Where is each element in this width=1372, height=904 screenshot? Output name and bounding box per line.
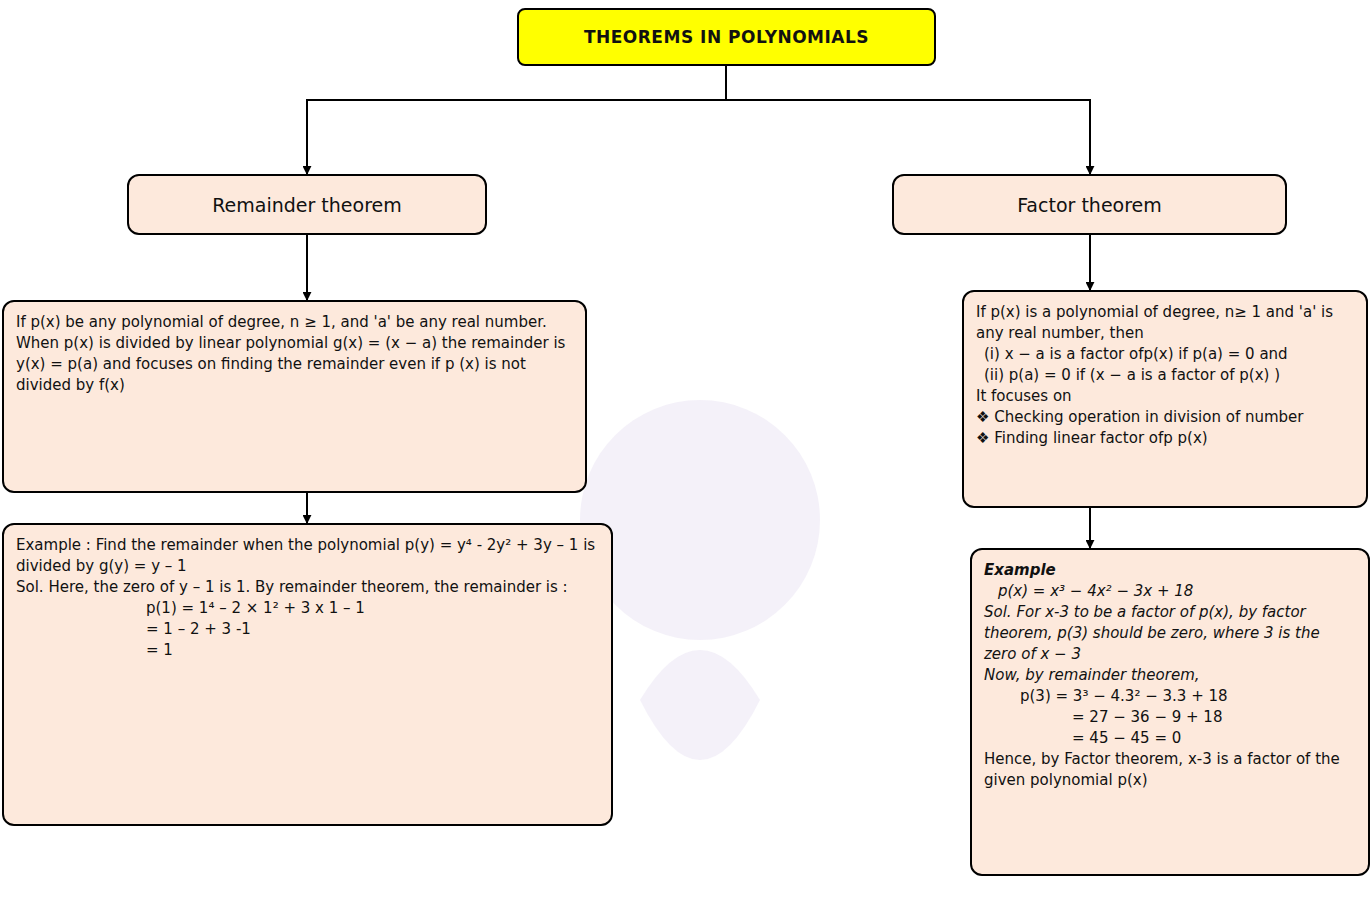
- box-line: It focuses on: [976, 386, 1354, 407]
- box-line: = 1: [16, 640, 599, 661]
- box-line: = 45 − 45 = 0: [984, 728, 1356, 749]
- box-line: ❖ Checking operation in division of numb…: [976, 407, 1354, 428]
- box-line: = 1 – 2 + 3 -1: [16, 619, 599, 640]
- flow-arrow: [726, 66, 1090, 174]
- box-text: If p(x) is a polynomial of degree, n≥ 1 …: [976, 302, 1354, 344]
- box-line: (ii) p(a) = 0 if (x − a is a factor of p…: [976, 365, 1354, 386]
- box-text: THEOREMS IN POLYNOMIALS: [584, 27, 869, 47]
- theorem-box: Remainder theorem: [127, 174, 487, 235]
- box-text: Factor theorem: [1017, 194, 1162, 216]
- box-line: p(x) = x³ − 4x² − 3x + 18: [984, 581, 1356, 602]
- box-line: (i) x − a is a factor ofp(x) if p(a) = 0…: [976, 344, 1354, 365]
- example-box: Example : Find the remainder when the po…: [2, 523, 613, 826]
- box-line: ❖ Finding linear factor ofp p(x): [976, 428, 1354, 449]
- box-line: Now, by remainder theorem,: [984, 665, 1356, 686]
- definition-box: If p(x) is a polynomial of degree, n≥ 1 …: [962, 290, 1368, 508]
- box-line: p(1) = 1⁴ – 2 × 1² + 3 x 1 – 1: [16, 598, 599, 619]
- box-text: Example: [984, 560, 1356, 581]
- flow-arrow: [306, 493, 308, 523]
- theorem-box: Factor theorem: [892, 174, 1287, 235]
- box-text: Example : Find the remainder when the po…: [16, 535, 599, 577]
- flow-arrow: [307, 66, 726, 174]
- flow-arrow: [306, 235, 308, 300]
- watermark-blob: [580, 400, 820, 640]
- box-line: p(3) = 3³ − 4.3² − 3.3 + 18: [984, 686, 1356, 707]
- title-box: THEOREMS IN POLYNOMIALS: [517, 8, 936, 66]
- flow-arrow: [1089, 235, 1091, 290]
- box-line: Sol. Here, the zero of y – 1 is 1. By re…: [16, 577, 599, 598]
- box-text: Remainder theorem: [212, 194, 402, 216]
- example-box: Examplep(x) = x³ − 4x² − 3x + 18Sol. For…: [970, 548, 1370, 876]
- definition-box: If p(x) be any polynomial of degree, n ≥…: [2, 300, 587, 493]
- watermark-blob: [640, 650, 760, 760]
- flow-arrow: [1089, 508, 1091, 548]
- box-line: = 27 − 36 − 9 + 18: [984, 707, 1356, 728]
- box-line: Sol. For x-3 to be a factor of p(x), by …: [984, 602, 1356, 665]
- box-text: If p(x) be any polynomial of degree, n ≥…: [16, 312, 573, 396]
- box-line: Hence, by Factor theorem, x-3 is a facto…: [984, 749, 1356, 791]
